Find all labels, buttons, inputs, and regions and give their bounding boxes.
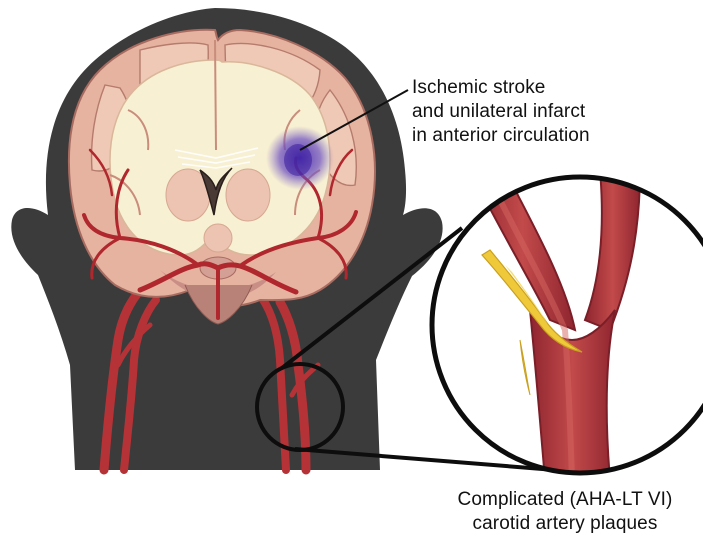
plaque-annotation-line-2: carotid artery plaques [430,512,700,536]
zoomed-carotid-bifurcation [432,170,703,480]
stroke-annotation: Ischemic stroke and unilateral infarct i… [412,76,662,148]
stroke-annotation-line-1: Ischemic stroke [412,76,662,100]
stroke-annotation-line-2: and unilateral infarct [412,100,662,124]
plaque-annotation-line-1: Complicated (AHA-LT VI) [430,488,700,512]
stroke-annotation-line-3: in anterior circulation [412,124,662,148]
infarct-region [266,126,334,190]
brain [69,30,375,324]
plaque-annotation: Complicated (AHA-LT VI) carotid artery p… [430,488,700,536]
